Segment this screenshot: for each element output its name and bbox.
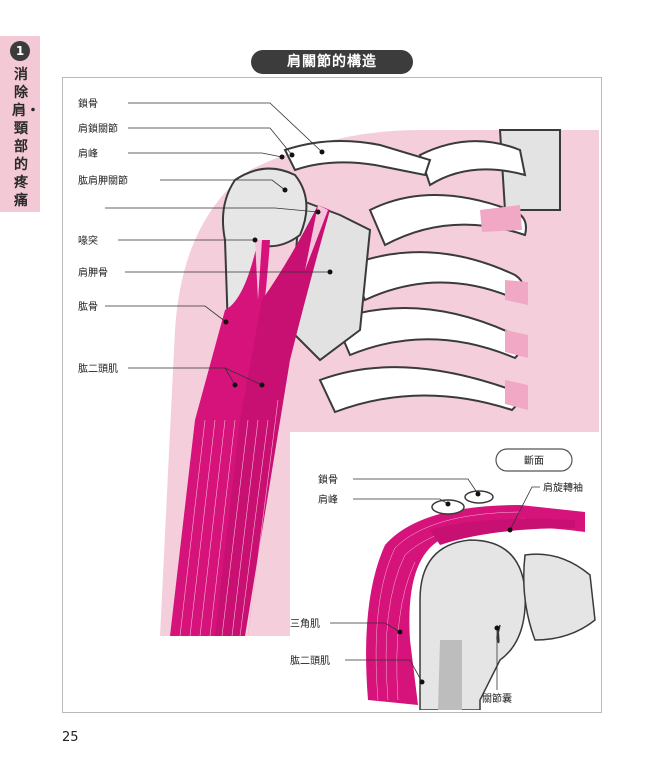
section-label-clavicle: 鎖骨 [318, 473, 338, 486]
acromion-oval [431, 499, 465, 515]
main-anatomy [160, 129, 599, 637]
page-number: 25 [62, 730, 79, 745]
label-clavicle: 鎖骨 [78, 97, 98, 110]
label-coracoid: 喙突 [78, 234, 98, 247]
chapter-side-tab [0, 36, 40, 212]
rotator-cuff [430, 518, 575, 545]
deltoid-muscle [366, 505, 585, 705]
chapter-number-badge: 1 [10, 41, 30, 61]
label-glenohumeral-joint: 肱肩胛關節 [78, 174, 128, 187]
figure-title: 肩關節的構造 [251, 50, 413, 74]
section-label-rotator-cuff: 肩旋轉袖 [543, 481, 583, 494]
chapter-title: 消除肩・頸部的疼痛 [12, 67, 40, 209]
scapula-section [523, 553, 596, 641]
label-acromion: 肩峰 [78, 147, 98, 160]
clavicle-shape [283, 140, 432, 177]
inset-leaders [330, 478, 540, 690]
section-label-biceps: 肱二頭肌 [290, 655, 330, 667]
intercostal-fibers [480, 205, 528, 410]
section-badge-frame [495, 448, 573, 472]
section-label-acromion: 肩峰 [318, 493, 338, 506]
section-label-deltoid: 三角肌 [290, 618, 320, 630]
label-biceps: 肱二頭肌 [78, 363, 118, 375]
label-humerus: 肱骨 [78, 301, 98, 313]
main-leaders [105, 102, 333, 388]
label-scapula: 肩胛骨 [78, 266, 108, 279]
section-badge: 斷面 [524, 454, 544, 467]
section-label-joint-capsule: 關節囊 [482, 692, 512, 705]
biceps-muscle [170, 205, 330, 637]
clavicle-oval [464, 490, 494, 504]
cross-section-inset: 斷面 [290, 432, 600, 710]
label-acromioclavicular-joint: 肩鎖關節 [78, 122, 118, 135]
